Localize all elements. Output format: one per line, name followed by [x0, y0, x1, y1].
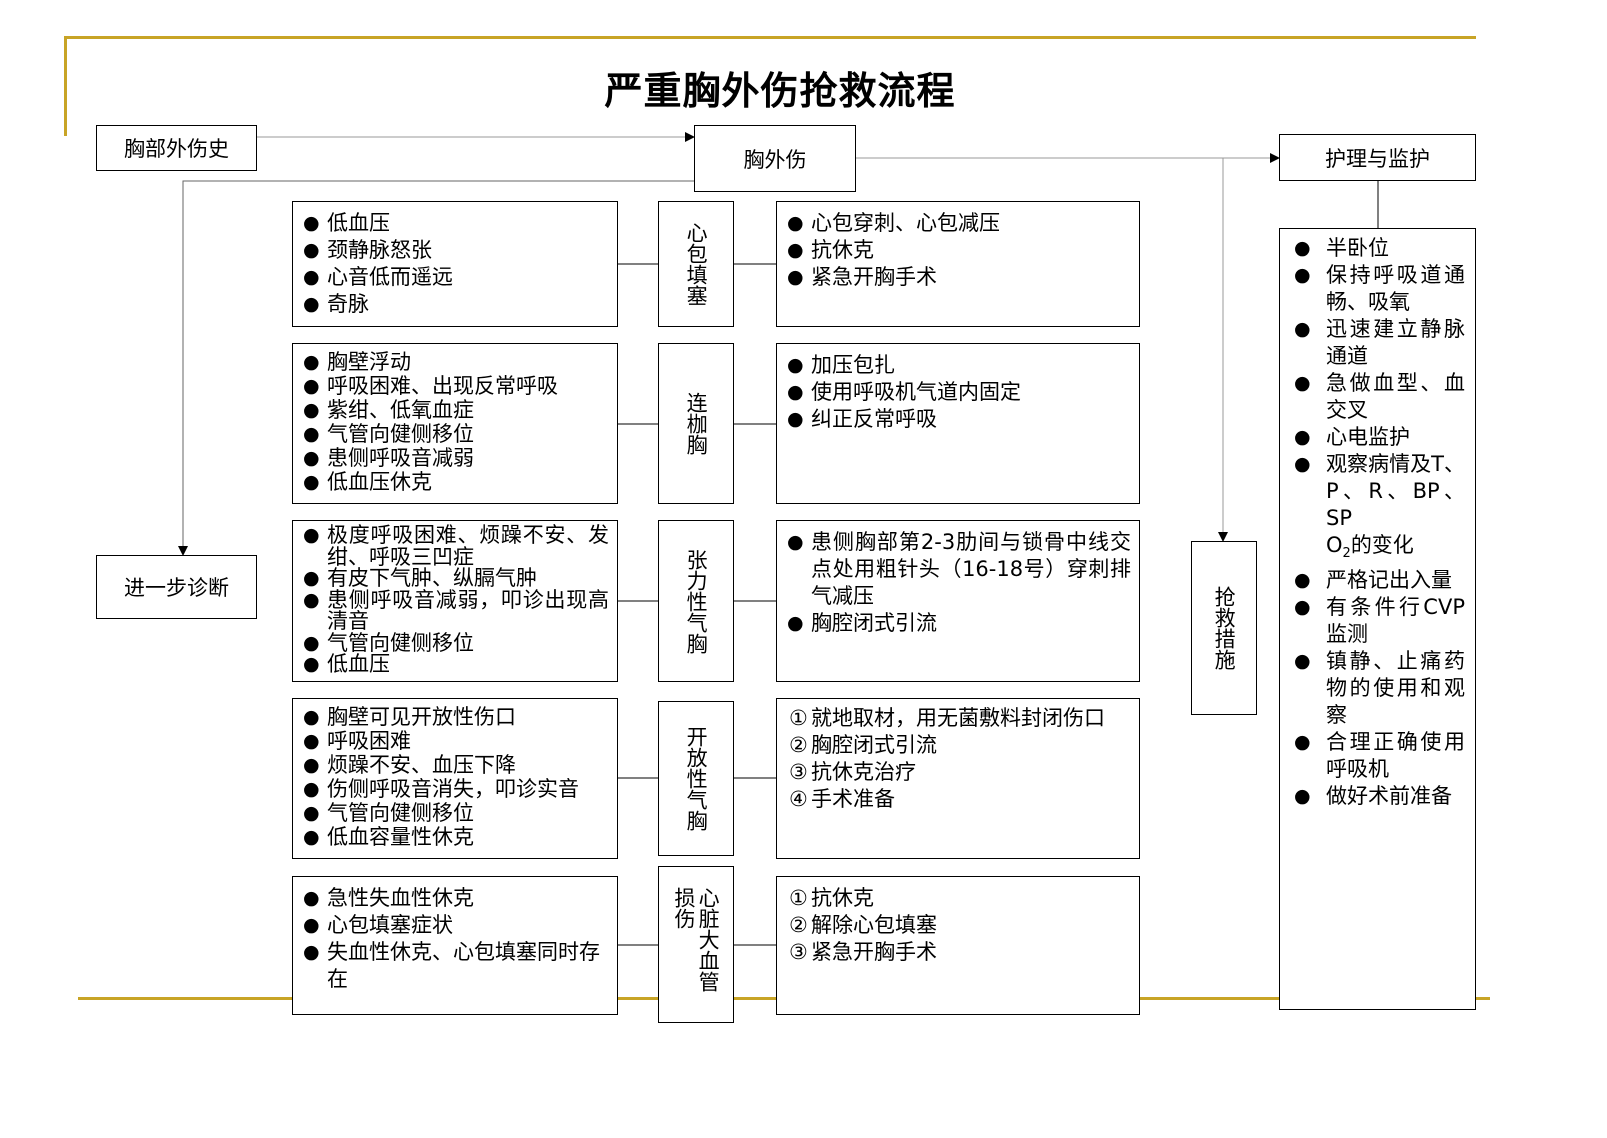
top-gold-rule: [64, 36, 1476, 39]
condition-label-pericardial-tamponade: 心包填塞: [658, 201, 734, 327]
symptoms-box-tension-pneumothorax: 极度呼吸困难、烦躁不安、发绀、呼吸三凹症 有皮下气肿、纵膈气肿 患侧呼吸音减弱，…: [292, 520, 618, 682]
list-item: 纠正反常呼吸: [787, 406, 1131, 433]
list-item: 镇静、止痛药物的使用和观察: [1294, 648, 1465, 729]
symptoms-box-open-pneumothorax: 胸壁可见开放性伤口 呼吸困难 烦躁不安、血压下降 伤侧呼吸音消失，叩诊实音 气管…: [292, 698, 618, 859]
list-item: 急做血型、血交叉: [1294, 370, 1465, 424]
list-item: 紧急开胸手术: [787, 264, 1131, 291]
list-item: 患侧胸部第2-3肋间与锁骨中线交点处用粗针头（16-18号）穿刺排气减压: [787, 529, 1131, 610]
condition-label-cardiac-vessel-injury: 心脏大血管损伤: [658, 866, 734, 1023]
list-item: 胸壁浮动: [303, 350, 609, 374]
list-item: 加压包扎: [787, 352, 1131, 379]
node-chest-trauma-history: 胸部外伤史: [96, 125, 257, 171]
list-item: 气管向健侧移位: [303, 632, 609, 655]
symptoms-box-cardiac-vessel-injury: 急性失血性休克 心包填塞症状 失血性休克、心包填塞同时存在: [292, 876, 618, 1015]
condition-label-open-pneumothorax: 开放性气胸: [658, 701, 734, 856]
node-further-diagnosis: 进一步诊断: [96, 555, 257, 619]
node-label: 护理与监护: [1325, 146, 1430, 171]
list-item: 做好术前准备: [1294, 783, 1465, 810]
list-item: 心包穿刺、心包减压: [787, 210, 1131, 237]
list-item: 紫绀、低氧血症: [303, 398, 609, 422]
list-item: 奇脉: [303, 291, 609, 318]
list-item: 气管向健侧移位: [303, 422, 609, 446]
list-item: 迅速建立静脉通道: [1294, 316, 1465, 370]
list-item: 急性失血性休克: [303, 885, 609, 912]
list-item: 抗休克: [787, 237, 1131, 264]
node-care-monitoring: 护理与监护: [1279, 134, 1476, 181]
list-item: 患侧呼吸音减弱: [303, 446, 609, 470]
symptoms-box-flail-chest: 胸壁浮动 呼吸困难、出现反常呼吸 紫绀、低氧血症 气管向健侧移位 患侧呼吸音减弱…: [292, 343, 618, 504]
list-item: 患侧呼吸音减弱，叩诊出现高清音: [303, 589, 609, 633]
node-chest-trauma: 胸外伤: [694, 125, 856, 192]
condition-label-flail-chest: 连枷胸: [658, 343, 734, 504]
list-item: 心包填塞症状: [303, 912, 609, 939]
treatment-box-flail-chest: 加压包扎 使用呼吸机气道内固定 纠正反常呼吸: [776, 343, 1140, 504]
symptoms-box-pericardial-tamponade: 低血压 颈静脉怒张 心音低而遥远 奇脉: [292, 201, 618, 327]
list-item: 有皮下气肿、纵膈气肿: [303, 567, 609, 590]
list-item: 低血压休克: [303, 470, 609, 494]
treatment-box-pericardial-tamponade: 心包穿刺、心包减压 抗休克 紧急开胸手术: [776, 201, 1140, 327]
o2-label: O: [1326, 533, 1343, 557]
list-item: 严格记出入量: [1294, 567, 1465, 594]
list-item: 低血压: [303, 210, 609, 237]
arrow-trauma-to-diagnosis: [178, 180, 694, 556]
list-item: 低血容量性休克: [303, 825, 609, 849]
treatment-box-tension-pneumothorax: 患侧胸部第2-3肋间与锁骨中线交点处用粗针头（16-18号）穿刺排气减压 胸腔闭…: [776, 520, 1140, 682]
list-item: 伤侧呼吸音消失，叩诊实音: [303, 777, 609, 801]
condition-label-tension-pneumothorax: 张力性气胸: [658, 520, 734, 682]
page-title: 严重胸外伤抢救流程: [604, 69, 956, 113]
list-item: 失血性休克、心包填塞同时存在: [303, 939, 609, 993]
list-item: 颈静脉怒张: [303, 237, 609, 264]
o2-subscript: 2: [1342, 546, 1351, 562]
list-item: 观察病情及T、P、R、BP、SP O2的变化: [1294, 451, 1465, 567]
left-gold-rule: [64, 36, 67, 136]
list-item: 胸壁可见开放性伤口: [303, 705, 609, 729]
list-item: 半卧位: [1294, 235, 1465, 262]
list-item: 烦躁不安、血压下降: [303, 753, 609, 777]
list-item: 低血压: [303, 653, 609, 676]
node-label: 进一步诊断: [124, 576, 229, 600]
list-item: 极度呼吸困难、烦躁不安、发绀、呼吸三凹症: [303, 524, 609, 568]
list-item: 胸腔闭式引流: [787, 610, 1131, 637]
list-item: 保持呼吸道通畅、吸氧: [1294, 262, 1465, 316]
list-item: 心电监护: [1294, 424, 1465, 451]
care-list-box: 半卧位 保持呼吸道通畅、吸氧 迅速建立静脉通道 急做血型、血交叉 心电监护 观察…: [1279, 228, 1476, 1010]
node-label: 抢救措施: [1212, 586, 1237, 670]
list-item: 气管向健侧移位: [303, 801, 609, 825]
list-item: 使用呼吸机气道内固定: [787, 379, 1131, 406]
node-rescue-measures: 抢救措施: [1191, 541, 1257, 715]
list-item: 心音低而遥远: [303, 264, 609, 291]
list-item: 呼吸困难: [303, 729, 609, 753]
list-item: 呼吸困难、出现反常呼吸: [303, 374, 609, 398]
node-label: 胸部外伤史: [124, 137, 229, 161]
list-item: 有条件行CVP监测: [1294, 594, 1465, 648]
list-item: 合理正确使用呼吸机: [1294, 729, 1465, 783]
node-label: 胸外伤: [743, 147, 807, 172]
